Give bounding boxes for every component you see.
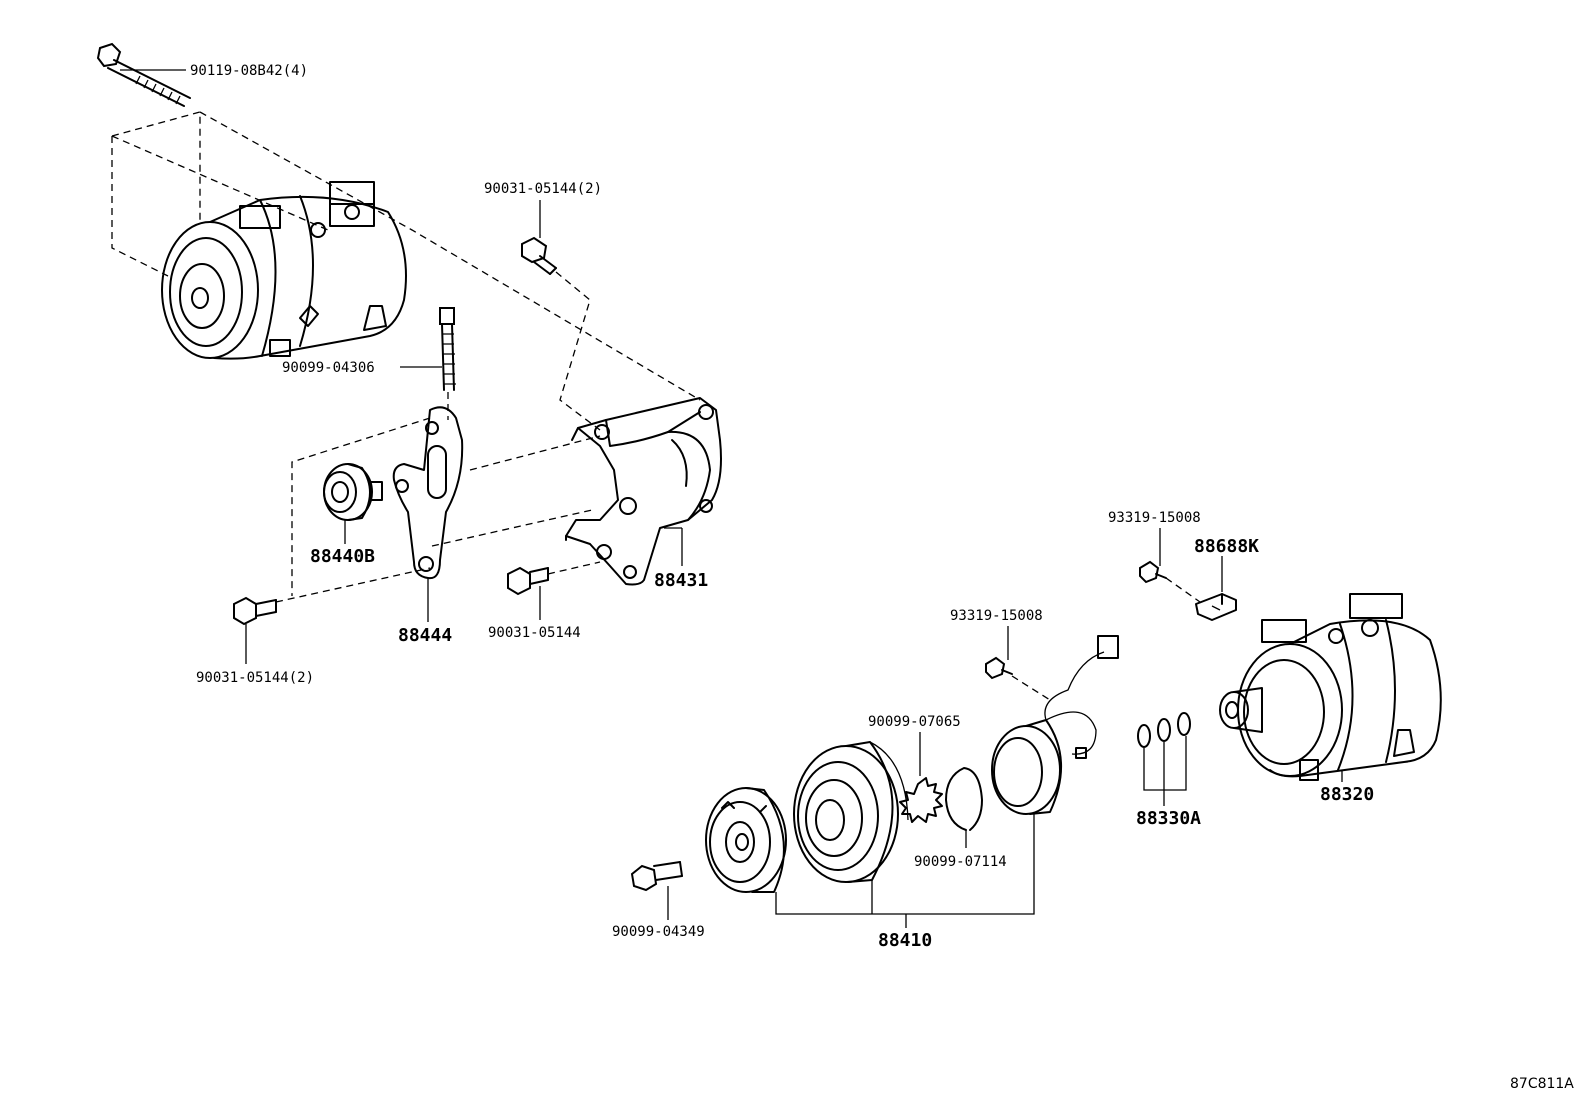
clutch-hub[interactable] xyxy=(705,787,787,893)
idler-pulley[interactable] xyxy=(323,463,383,521)
snap-ring-a[interactable] xyxy=(899,777,943,823)
label-bolt-bracket: 90031-05144 xyxy=(488,625,581,641)
label-bolt-bottom: 90099-04349 xyxy=(612,924,705,940)
label-stud-bolt: 90099-04306 xyxy=(282,360,375,376)
flange-bolt-bracket[interactable] xyxy=(507,566,549,596)
label-clip-bolt-mid: 93319-15008 xyxy=(950,608,1043,624)
label-bolt-top: 90119-08B42(4) xyxy=(190,63,308,79)
label-bracket-main: 88431 xyxy=(654,570,708,591)
o-rings[interactable] xyxy=(1137,712,1191,748)
compressor-assembly-upper[interactable] xyxy=(161,181,407,360)
label-compressor: 88320 xyxy=(1320,784,1374,805)
clip-bolt-right[interactable] xyxy=(1139,560,1167,584)
label-idler-pulley: 88440B xyxy=(310,546,375,567)
figure-code: 87C811A xyxy=(1510,1076,1574,1092)
stator-coil[interactable] xyxy=(991,635,1119,815)
label-o-rings: 88330A xyxy=(1136,808,1201,829)
compressor-bracket[interactable] xyxy=(565,397,722,586)
label-bolt-upper-mid: 90031-05144(2) xyxy=(484,181,602,197)
label-bolt-lower-left: 90031-05144(2) xyxy=(196,670,314,686)
long-bolt-top[interactable] xyxy=(96,42,191,107)
flange-bolt-lower-left[interactable] xyxy=(233,596,277,626)
bracket-plate[interactable] xyxy=(392,406,464,580)
snap-ring-b[interactable] xyxy=(945,767,983,831)
label-clip-part: 88688K xyxy=(1194,536,1259,557)
clip-bolt-mid[interactable] xyxy=(985,656,1013,680)
hex-bolt-bottom[interactable] xyxy=(630,861,683,892)
label-snap-ring-b: 90099-07114 xyxy=(914,854,1007,870)
label-bracket-plate: 88444 xyxy=(398,625,452,646)
label-snap-ring-a: 90099-07065 xyxy=(868,714,961,730)
flange-bolt-upper[interactable] xyxy=(521,236,557,275)
stud-bolt[interactable] xyxy=(439,307,456,391)
clutch-pulley[interactable] xyxy=(793,741,909,883)
label-clip-bolt-right: 93319-15008 xyxy=(1108,510,1201,526)
label-clutch-assy: 88410 xyxy=(878,930,932,951)
connector-clip[interactable] xyxy=(1195,593,1237,621)
compressor-right[interactable] xyxy=(1219,593,1442,781)
